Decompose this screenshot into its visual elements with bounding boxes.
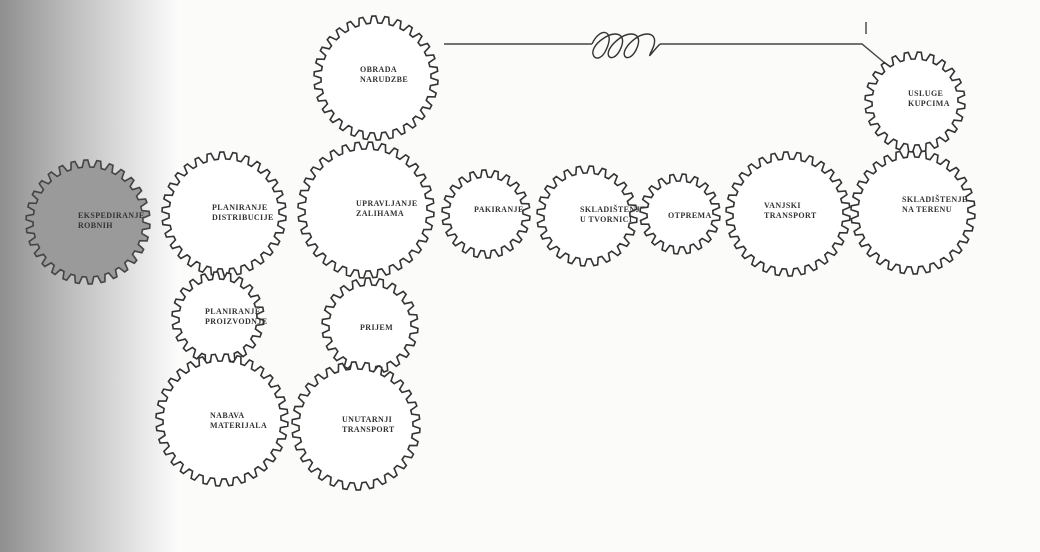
gear-label: EKSPEDIRANJE bbox=[78, 211, 145, 220]
gear-label: UPRAVLJANJE bbox=[356, 199, 418, 208]
gear-label: VANJSKI bbox=[764, 201, 801, 210]
gear-label: ROBNIH bbox=[78, 221, 113, 230]
gear-label: NABAVA bbox=[210, 411, 245, 420]
spring-coil bbox=[592, 33, 660, 59]
gear-label: U TVORNICI bbox=[580, 215, 632, 224]
connector-line bbox=[444, 44, 886, 64]
gear-label: PRIJEM bbox=[360, 323, 393, 332]
gear-label: PLANIRANJE bbox=[205, 307, 261, 316]
gear-label: UNUTARNJI bbox=[342, 415, 392, 424]
gear-label: TRANSPORT bbox=[342, 425, 395, 434]
gear-label: TRANSPORT bbox=[764, 211, 817, 220]
gear-label: PAKIRANJE bbox=[474, 205, 524, 214]
gear-pakiranje: PAKIRANJE bbox=[442, 170, 530, 258]
gear-label: DISTRIBUCIJE bbox=[212, 213, 274, 222]
gear-label: NARUDZBE bbox=[360, 75, 408, 84]
gear-label: OBRADA bbox=[360, 65, 397, 74]
gear-label: KUPCIMA bbox=[908, 99, 950, 108]
gear-label: NA TERENU bbox=[902, 205, 952, 214]
gear-shape bbox=[442, 170, 530, 258]
gear-otprema: OTPREMA bbox=[640, 174, 720, 254]
gear-label: SKLADIŠTENJE bbox=[902, 194, 968, 204]
gear-label: OTPREMA bbox=[668, 211, 712, 220]
gear-label: PROIZVODNJE bbox=[205, 317, 267, 326]
gear-label: ZALIHAMA bbox=[356, 209, 404, 218]
gear-label: SKLADIŠTENJE bbox=[580, 204, 646, 214]
gear-shape bbox=[156, 354, 288, 486]
gear-label: PLANIRANJE bbox=[212, 203, 268, 212]
gear-prijem: PRIJEM bbox=[322, 278, 418, 374]
gear-label: MATERIJALA bbox=[210, 421, 267, 430]
gear-label: USLUGE bbox=[908, 89, 943, 98]
